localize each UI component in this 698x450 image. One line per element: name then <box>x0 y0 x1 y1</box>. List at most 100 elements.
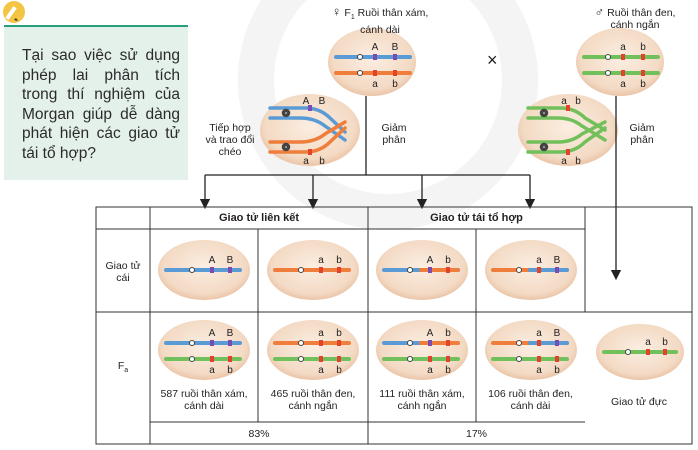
meiosis-arrows <box>199 96 622 281</box>
offspring-cell-3 <box>376 320 468 380</box>
male-symbol: ♂ <box>594 4 605 19</box>
results-table-grid <box>95 206 693 445</box>
female-parent-cell <box>328 28 416 96</box>
female-symbol: ♀ <box>331 4 342 19</box>
crossing-over-line3: chéo <box>218 146 242 158</box>
allele-a: a <box>209 365 215 376</box>
allele-b: b <box>575 156 581 167</box>
allele-a: a <box>318 328 324 339</box>
male-parent-label: ♂ Ruồi thân đen, cánh ngắn <box>580 4 690 31</box>
row-gamete-line2: cái <box>116 272 130 284</box>
female-generation-sub: 1 <box>350 14 355 22</box>
header-recombinant-gametes: Giao tử tái tổ hợp <box>430 212 523 224</box>
allele-a: a <box>427 365 433 376</box>
offspring-1-line1: 587 ruồi thân xám, <box>160 388 248 400</box>
row-f: F <box>117 360 125 372</box>
allele-a: a <box>303 156 309 167</box>
row-label-female-gamete: Giao tử cái <box>96 260 150 284</box>
female-generation: F <box>344 7 351 19</box>
row-label-fa: Fa <box>96 360 150 377</box>
row-gamete-line1: Giao tử <box>105 260 141 272</box>
allele-b: b <box>336 255 342 266</box>
allele-A: A <box>427 328 434 339</box>
allele-a: a <box>536 255 542 266</box>
female-chromosome-pair <box>334 54 412 76</box>
allele-A: A <box>209 328 216 339</box>
allele-b: b <box>445 365 451 376</box>
offspring-4-line2: cánh dài <box>510 400 551 412</box>
allele-b: b <box>445 328 451 339</box>
allele-b: b <box>336 328 342 339</box>
allele-A: A <box>372 42 379 53</box>
allele-B: B <box>319 96 326 107</box>
allele-a: a <box>645 337 651 348</box>
offspring-1-line2: cánh dài <box>184 400 224 412</box>
allele-a: a <box>561 156 567 167</box>
female-label-line2: cánh dài <box>360 24 400 37</box>
offspring-cell-2 <box>267 320 359 380</box>
allele-b: b <box>392 79 398 90</box>
allele-B: B <box>392 42 399 53</box>
meiosis-label-left: Giảm phân <box>374 122 414 146</box>
allele-b: b <box>640 42 646 53</box>
allele-b: b <box>336 365 342 376</box>
offspring-label-1: 587 ruồi thân xám, cánh dài <box>150 388 258 412</box>
allele-b: b <box>575 96 581 107</box>
crossing-over-line1: Tiếp hợp <box>209 122 251 134</box>
gamete-markers <box>189 267 559 273</box>
allele-B: B <box>227 255 234 266</box>
allele-B: B <box>227 328 234 339</box>
allele-A: A <box>303 96 310 107</box>
percent-linked: 83% <box>248 428 270 440</box>
allele-b: b <box>640 79 646 90</box>
crossing-over-line2: và trao đổi <box>205 134 255 146</box>
male-meiosis-chromatids <box>526 105 607 155</box>
allele-a: a <box>620 79 626 90</box>
female-parent-label: ♀ F1 Ruồi thân xám, cánh dài <box>328 4 432 37</box>
allele-A: A <box>427 255 434 266</box>
male-gamete-label: Giao tử đực <box>610 396 668 408</box>
row-f-sub: a <box>124 367 129 375</box>
allele-A: A <box>209 255 216 266</box>
allele-a: a <box>536 365 542 376</box>
offspring-2-line1: 465 ruồi thân đen, <box>270 388 356 400</box>
male-parent-cell <box>576 28 664 96</box>
allele-b: b <box>445 255 451 266</box>
allele-a: a <box>561 96 567 107</box>
meiosis-right-line2: phân <box>630 134 654 146</box>
allele-a: a <box>318 255 324 266</box>
allele-B: B <box>554 328 561 339</box>
offspring-cell-1 <box>158 320 250 380</box>
male-chromosome-pair <box>582 54 660 76</box>
male-label-line2: cánh ngắn <box>610 19 660 31</box>
question-box <box>4 26 188 180</box>
pencil-icon <box>3 1 25 23</box>
female-label-line1: Ruồi thân xám, <box>357 7 429 19</box>
offspring-cell-4 <box>485 320 577 380</box>
offspring-label-2: 465 ruồi thân đen, cánh ngắn <box>258 388 368 412</box>
offspring-3-line1: 111 ruồi thân xám, <box>379 388 465 400</box>
offspring-label-4: 106 ruồi thân đen, cánh dài <box>476 388 585 412</box>
allele-B: B <box>554 255 561 266</box>
allele-b: b <box>319 156 325 167</box>
meiosis-label-right: Giảm phân <box>622 122 662 146</box>
female-crossing-over <box>268 105 347 155</box>
header-linked-gametes: Giao tử liên kết <box>218 212 300 224</box>
offspring-3-line2: cánh ngắn <box>397 400 447 412</box>
allele-a: a <box>620 42 626 53</box>
allele-a: a <box>318 365 324 376</box>
allele-b: b <box>554 365 560 376</box>
crossing-over-label: Tiếp hợp và trao đổi chéo <box>198 122 262 158</box>
percent-recombinant: 17% <box>465 428 487 440</box>
offspring-4-line1: 106 ruồi thân đen, <box>488 388 573 400</box>
offspring-2-line2: cánh ngắn <box>288 400 338 412</box>
allele-b: b <box>662 337 668 348</box>
question-text: Tại sao việc sử dụng phép lai phân tích … <box>22 47 180 162</box>
meiosis-left-line1: Giảm <box>381 122 407 134</box>
offspring-label-3: 111 ruồi thân xám, cánh ngắn <box>368 388 476 412</box>
allele-b: b <box>227 365 233 376</box>
meiosis-right-line1: Giảm <box>629 122 655 134</box>
